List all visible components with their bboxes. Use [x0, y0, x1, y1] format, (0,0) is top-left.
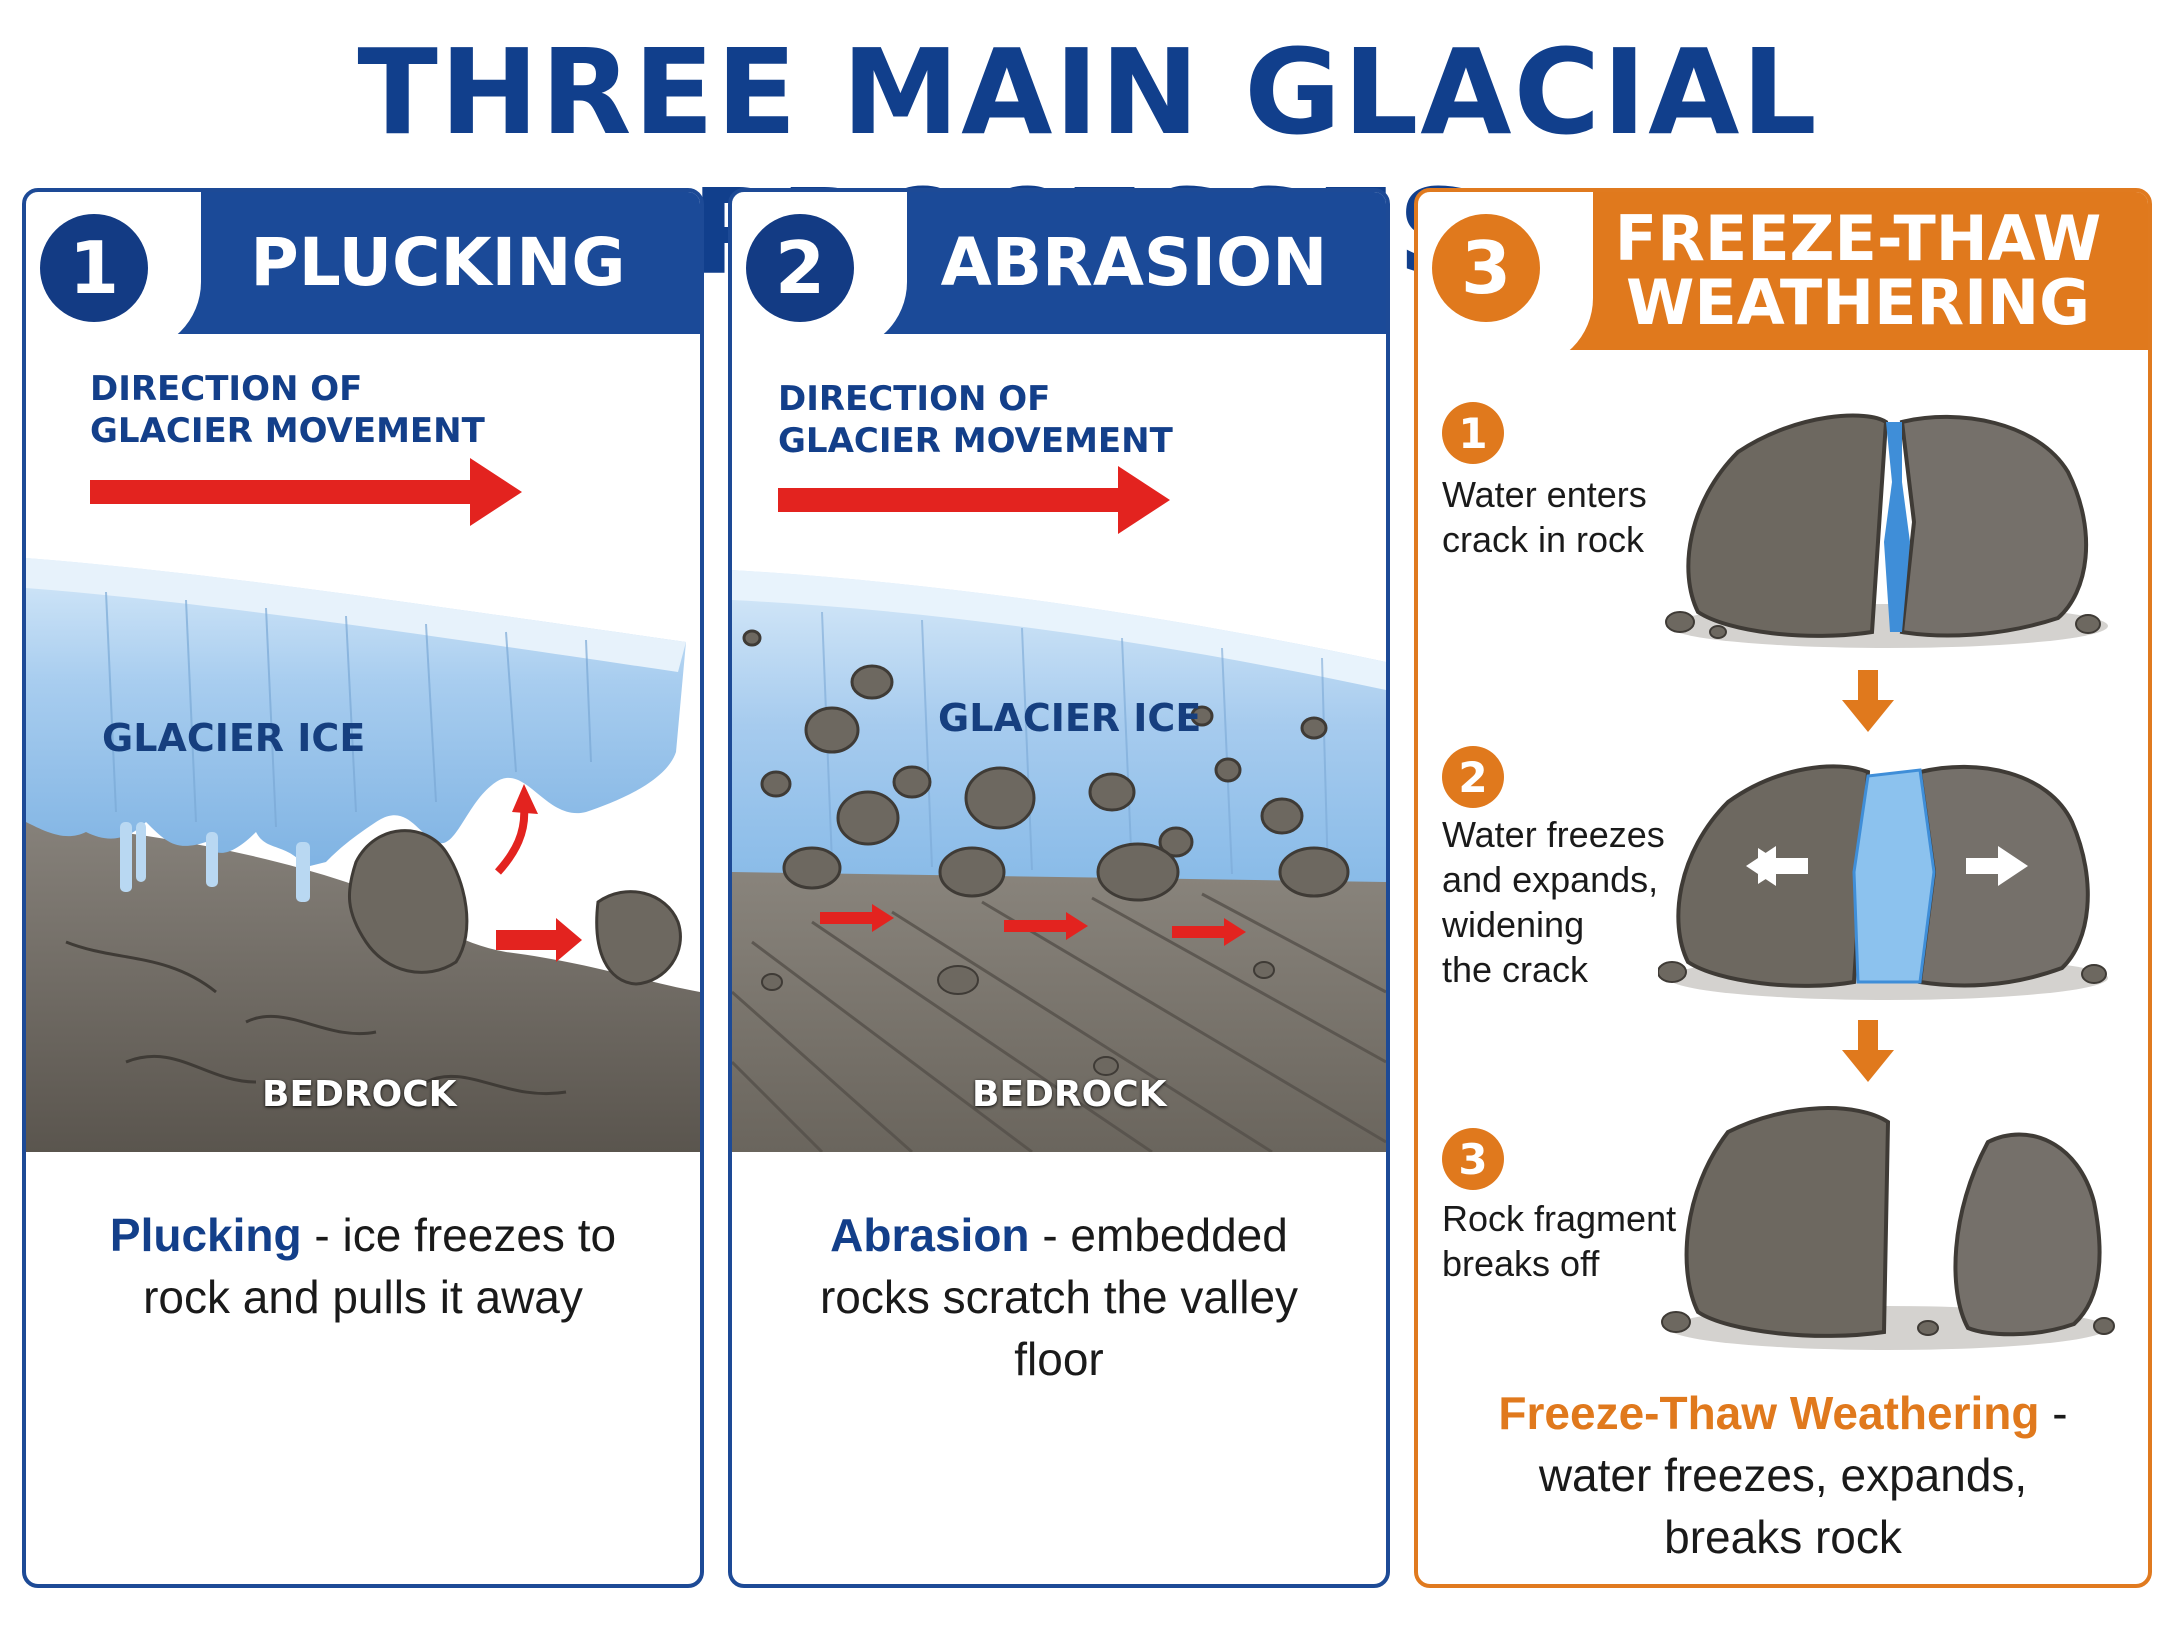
broken-rock-fragment [1661, 1106, 2115, 1350]
plucking-panel: 1 PLUCKING DIRECTION OF GLACIER MOVEMENT [22, 188, 704, 1588]
step-text-3: Rock fragment breaks off [1442, 1198, 1677, 1284]
direction-arrow-icon [778, 466, 1170, 534]
caption-text: - ice freezes to rock and pulls it away [143, 1209, 617, 1323]
caption-text: - water freezes, expands, breaks rock [1538, 1387, 2068, 1563]
direction-label: DIRECTION OF GLACIER MOVEMENT [778, 379, 1173, 461]
panel-title: PLUCKING [250, 224, 626, 301]
step-number-badge: 2 [746, 214, 854, 322]
rock-with-water-crack [1665, 413, 2108, 648]
caption-text: - embedded rocks scratch the valley floo… [819, 1209, 1299, 1385]
step-badge-3: 3 [1442, 1128, 1504, 1190]
down-arrow-icon [1842, 1020, 1894, 1082]
panel-title: FREEZE-THAW WEATHERING [1614, 202, 2102, 339]
step-text-1: Water enters crack in rock [1442, 474, 1647, 560]
glacier-ice-label: GLACIER ICE [102, 716, 366, 760]
rock-with-ice-wedge [1658, 764, 2108, 1000]
bedrock-label: BEDROCK [262, 1074, 457, 1115]
panel-caption: Plucking - ice freezes to rock and pulls… [26, 1204, 700, 1328]
bedrock-label: BEDROCK [972, 1074, 1167, 1115]
caption-term: Plucking [109, 1209, 302, 1261]
panel-caption: Abrasion - embedded rocks scratch the va… [732, 1204, 1386, 1390]
step-badge-1: 1 [1442, 402, 1504, 464]
abrasion-panel: 2 ABRASION DIRECTION OF GLACIER MOVEMENT [728, 188, 1390, 1588]
freeze-thaw-panel: 3 FREEZE-THAW WEATHERING 1 Water enters … [1414, 188, 2152, 1588]
step-badge-2: 2 [1442, 746, 1504, 808]
step-number-badge: 3 [1432, 214, 1540, 322]
glacier-ice-label: GLACIER ICE [938, 696, 1202, 740]
panel-title: ABRASION [940, 224, 1328, 301]
direction-label: DIRECTION OF GLACIER MOVEMENT [90, 369, 485, 451]
down-arrow-icon [1842, 670, 1894, 732]
step-text-2: Water freezes and expands, widening the … [1442, 814, 1665, 990]
panel-caption: Freeze-Thaw Weathering - water freezes, … [1418, 1382, 2148, 1568]
caption-term: Freeze-Thaw Weathering [1498, 1387, 2040, 1439]
caption-term: Abrasion [830, 1209, 1030, 1261]
plucking-illustration [26, 558, 700, 1152]
step-number-badge: 1 [40, 214, 148, 322]
abrasion-illustration [732, 570, 1386, 1152]
direction-arrow-icon [90, 458, 522, 526]
